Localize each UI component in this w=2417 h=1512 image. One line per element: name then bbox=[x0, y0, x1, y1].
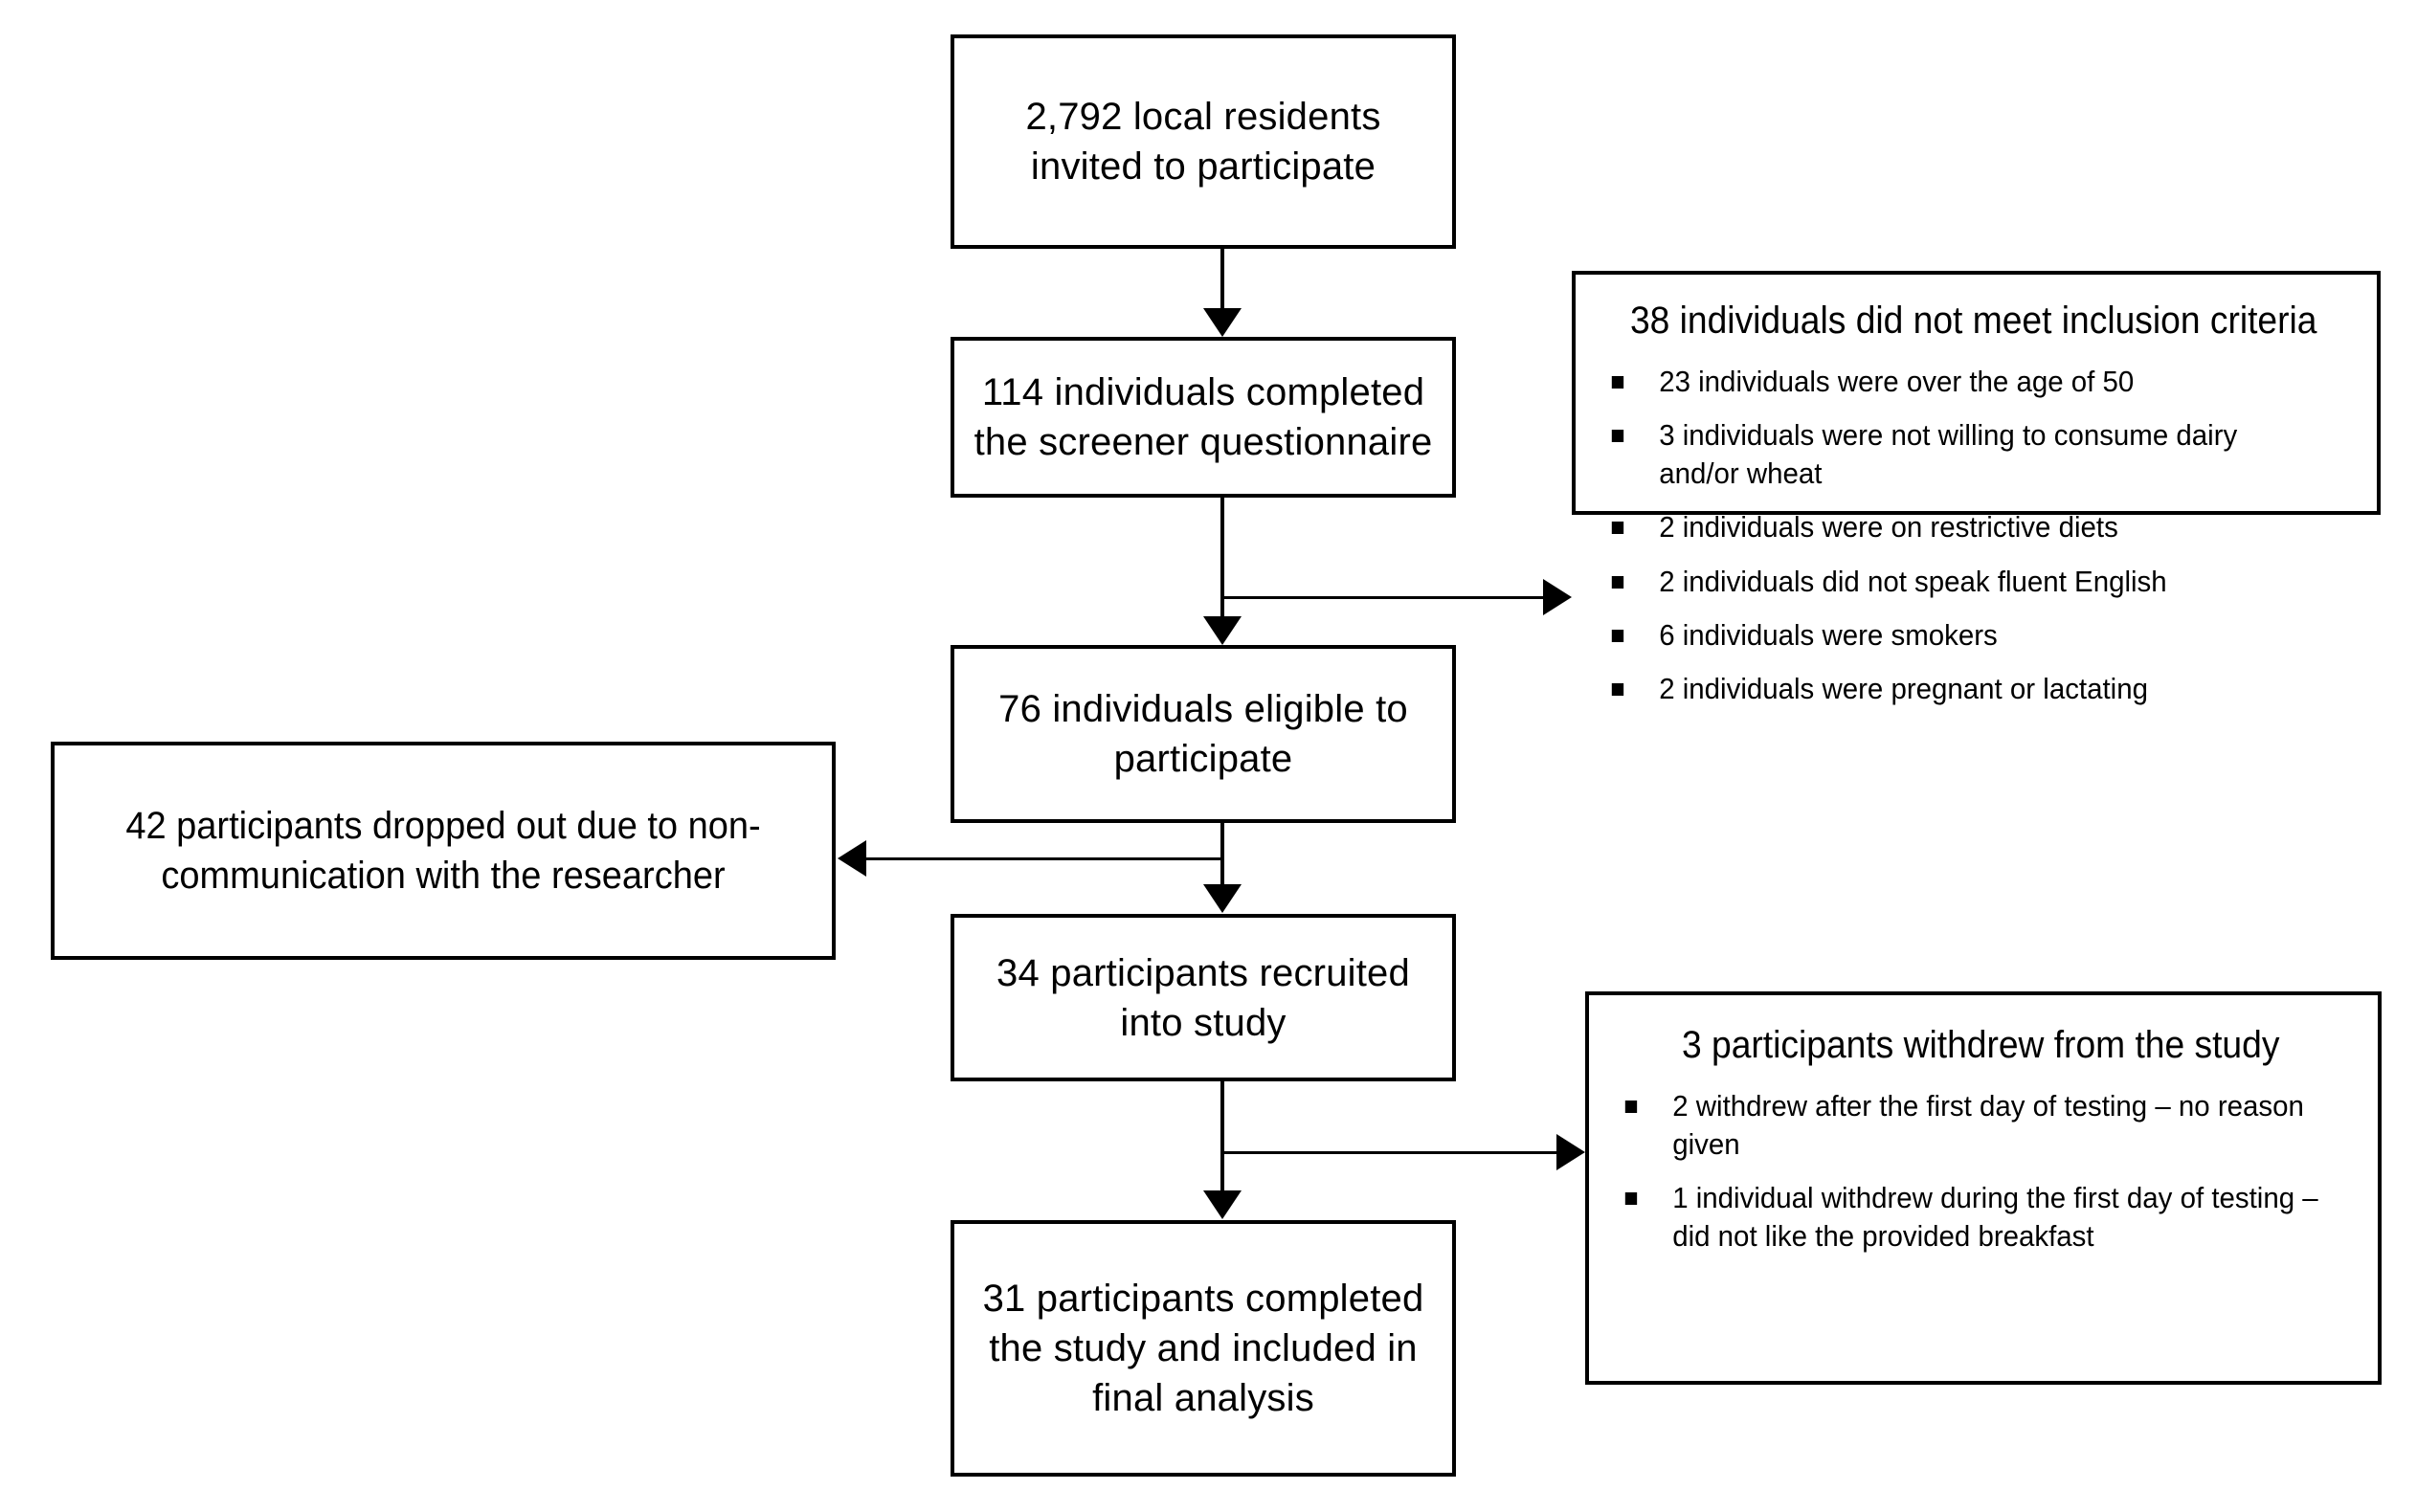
list-item-text: 3 individuals were not willing to consum… bbox=[1659, 417, 2238, 491]
connector-recruited-to-completed bbox=[1220, 1081, 1224, 1192]
arrowhead-down-recruited bbox=[1203, 884, 1242, 913]
connector-screener-to-eligible bbox=[1220, 498, 1224, 618]
square-bullet-icon bbox=[1611, 575, 1624, 589]
node-not-meet-inclusion: 38 individuals did not meet inclusion cr… bbox=[1572, 271, 2381, 705]
list-item: 1 individual withdrew during the first d… bbox=[1622, 1179, 2323, 1256]
square-bullet-icon bbox=[1611, 429, 1624, 442]
connector-branch-to-inclusion bbox=[1220, 596, 1544, 599]
arrowhead-right-withdrew bbox=[1556, 1134, 1585, 1170]
connector-eligible-to-recruited bbox=[1220, 823, 1224, 886]
node-dropped-out: 42 participants dropped out due to non-c… bbox=[51, 742, 836, 960]
node-recruited: 34 participants recruited into study bbox=[951, 914, 1456, 1081]
list-item-text: 2 individuals were on restrictive diets bbox=[1659, 510, 2118, 545]
list-item: 3 individuals were not willing to consum… bbox=[1608, 416, 2322, 494]
arrowhead-left-dropout bbox=[838, 840, 866, 877]
node-dropped-out-text: 42 participants dropped out due to non-c… bbox=[125, 805, 761, 897]
inclusion-reason-list: 23 individuals were over the age of 50 3… bbox=[1576, 363, 2377, 709]
connector-branch-to-dropout bbox=[866, 857, 1224, 860]
arrowhead-down-eligible bbox=[1203, 616, 1242, 645]
list-item-text: 2 individuals were pregnant or lactating bbox=[1659, 672, 2148, 706]
connector-branch-to-withdrew bbox=[1220, 1151, 1557, 1154]
arrowhead-down-screener bbox=[1203, 308, 1242, 337]
square-bullet-icon bbox=[1611, 630, 1624, 643]
node-eligible: 76 individuals eligible to participate bbox=[951, 645, 1456, 823]
list-item: 2 withdrew after the first day of testin… bbox=[1622, 1087, 2323, 1165]
list-item-text: 1 individual withdrew during the first d… bbox=[1672, 1181, 2318, 1254]
node-invited: 2,792 local residents invited to partici… bbox=[951, 34, 1456, 249]
square-bullet-icon bbox=[1624, 1100, 1638, 1113]
list-item: 2 individuals did not speak fluent Engli… bbox=[1608, 563, 2322, 601]
list-item-text: 2 individuals did not speak fluent Engli… bbox=[1659, 564, 2167, 598]
node-withdrew-heading: 3 participants withdrew from the study bbox=[1682, 1024, 2280, 1066]
list-item-text: 2 withdrew after the first day of testin… bbox=[1672, 1088, 2304, 1161]
square-bullet-icon bbox=[1611, 522, 1624, 535]
list-item-text: 6 individuals were smokers bbox=[1659, 618, 1998, 653]
node-not-meet-inclusion-heading: 38 individuals did not meet inclusion cr… bbox=[1629, 300, 2317, 342]
arrowhead-down-completed bbox=[1203, 1190, 1242, 1219]
square-bullet-icon bbox=[1624, 1192, 1638, 1206]
list-item: 2 individuals were pregnant or lactating bbox=[1608, 670, 2322, 708]
node-screener: 114 individuals completed the screener q… bbox=[951, 337, 1456, 498]
list-item: 2 individuals were on restrictive diets bbox=[1608, 508, 2322, 546]
node-screener-text: 114 individuals completed the screener q… bbox=[974, 371, 1433, 463]
node-withdrew: 3 participants withdrew from the study 2… bbox=[1585, 991, 2382, 1385]
list-item-text: 23 individuals were over the age of 50 bbox=[1659, 364, 2135, 398]
withdrew-reason-list: 2 withdrew after the first day of testin… bbox=[1589, 1087, 2378, 1256]
arrowhead-right-inclusion bbox=[1543, 579, 1572, 615]
node-completed: 31 participants completed the study and … bbox=[951, 1220, 1456, 1477]
node-invited-text: 2,792 local residents invited to partici… bbox=[1025, 96, 1381, 188]
connector-invited-to-screener bbox=[1220, 249, 1224, 312]
node-eligible-text: 76 individuals eligible to participate bbox=[998, 688, 1408, 780]
square-bullet-icon bbox=[1611, 375, 1624, 389]
square-bullet-icon bbox=[1611, 683, 1624, 697]
list-item: 6 individuals were smokers bbox=[1608, 616, 2322, 655]
list-item: 23 individuals were over the age of 50 bbox=[1608, 363, 2322, 401]
node-completed-text: 31 participants completed the study and … bbox=[982, 1278, 1424, 1419]
node-recruited-text: 34 participants recruited into study bbox=[996, 951, 1410, 1044]
